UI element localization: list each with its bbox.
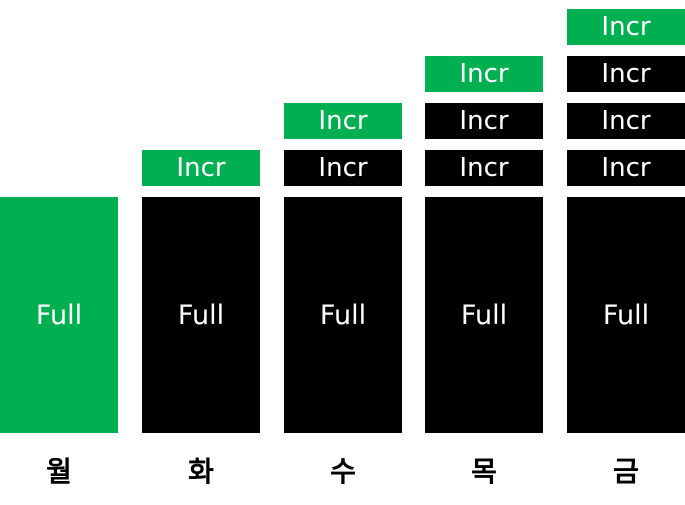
incremental-backup-block: Incr <box>567 150 685 186</box>
full-backup-block: Full <box>284 197 402 433</box>
full-backup-block: Full <box>142 197 260 433</box>
incremental-backup-block: Incr <box>142 150 260 186</box>
incremental-backup-block: Incr <box>284 150 402 186</box>
incremental-backup-block: Incr <box>567 103 685 139</box>
incremental-backup-block: Incr <box>567 9 685 45</box>
day-label: 금 <box>613 455 639 488</box>
incremental-backup-block: Incr <box>425 103 543 139</box>
full-backup-block: Full <box>425 197 543 433</box>
incremental-backup-block: Incr <box>425 56 543 92</box>
full-backup-block: Full <box>0 197 118 433</box>
day-label: 월 <box>46 455 72 488</box>
incremental-backup-block: Incr <box>284 103 402 139</box>
incremental-backup-block: Incr <box>567 56 685 92</box>
day-label: 목 <box>471 455 497 488</box>
full-backup-block: Full <box>567 197 685 433</box>
incremental-backup-block: Incr <box>425 150 543 186</box>
day-label: 화 <box>188 455 214 488</box>
day-label: 수 <box>330 455 356 488</box>
